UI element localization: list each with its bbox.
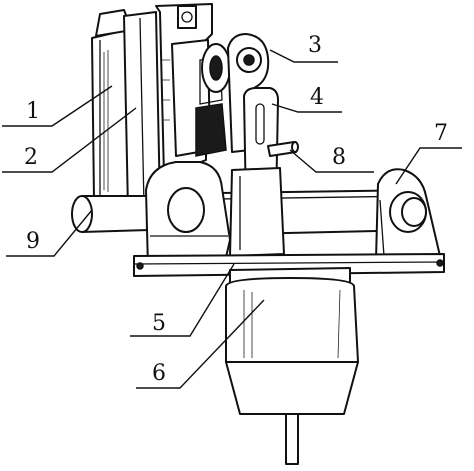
- leader-3: [269, 49, 338, 63]
- right-bearing-part-7: [375, 168, 441, 273]
- canister-part-6: [225, 277, 359, 465]
- label-8: 8: [332, 145, 346, 170]
- leader-1: [2, 85, 113, 127]
- middle-bracket: [229, 167, 285, 257]
- leader-5: [130, 263, 235, 337]
- mounting-plate-part-2: [123, 11, 161, 217]
- label-6: 6: [152, 361, 166, 386]
- label-7: 7: [434, 121, 448, 146]
- pin-part-8: [267, 141, 299, 157]
- label-3: 3: [308, 33, 322, 58]
- label-5: 5: [152, 311, 166, 336]
- leader-lines: [2, 49, 462, 389]
- label-4: 4: [310, 85, 324, 110]
- shaft-stub-part-9: [71, 195, 151, 233]
- label-9: 9: [26, 229, 40, 254]
- base-plate: [133, 253, 445, 277]
- leader-4: [271, 103, 342, 113]
- leader-6: [136, 299, 265, 389]
- leader-8: [289, 149, 374, 173]
- leader-7: [395, 147, 462, 185]
- rear-roller: [201, 43, 231, 93]
- left-bearing-bracket: [145, 161, 231, 269]
- label-2: 2: [24, 145, 38, 170]
- upper-housing: [155, 3, 227, 177]
- part-number-labels: 1 2 3 4 5 6 7 8 9: [24, 33, 448, 386]
- leader-9: [6, 209, 93, 257]
- leader-2: [2, 107, 137, 173]
- label-1: 1: [26, 99, 40, 124]
